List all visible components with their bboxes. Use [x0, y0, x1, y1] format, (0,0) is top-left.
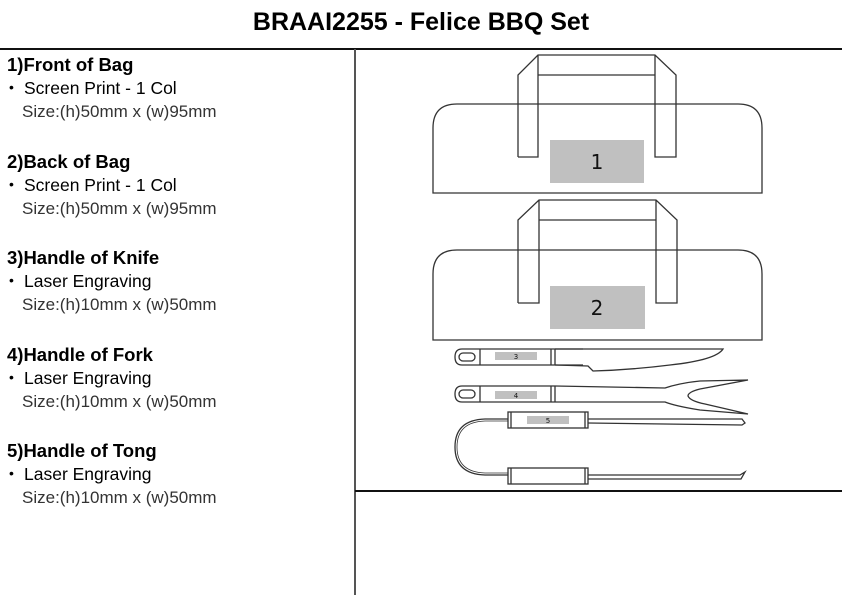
bag-body-outline [432, 103, 763, 194]
fork-tines [554, 379, 749, 415]
spec-size: Size:(h)10mm x (w)50mm [22, 295, 217, 314]
print-area-back-bag [550, 286, 645, 329]
product-line-drawing: 1 2 3 4 5 [432, 54, 763, 485]
print-area-label-5: 5 [546, 417, 550, 425]
spec-size: Size:(h)10mm x (w)50mm [22, 488, 217, 507]
spec-method: • Laser Engraving [7, 269, 347, 293]
print-area-label-4: 4 [514, 392, 519, 400]
print-area-knife [495, 352, 537, 360]
bag-handle-outer [517, 199, 678, 304]
document-title: BRAAI2255 - Felice BBQ Set [252, 8, 590, 36]
spec-title: 4)Handle of Fork [7, 343, 153, 365]
print-area-label-2: 2 [591, 296, 604, 320]
bag-handle-outer [517, 54, 677, 158]
spec-handle-of-knife: 3)Handle of Knife • Laser Engraving Size:… [7, 247, 347, 344]
drawing-bottom-divider [355, 490, 842, 492]
bullet-icon: • [9, 272, 14, 288]
spec-size: Size:(h)50mm x (w)95mm [22, 198, 217, 218]
spec-method-text: Laser Engraving [24, 464, 152, 484]
product-drawing: 1 2 3 4 5 [356, 50, 842, 490]
knife-blade [554, 348, 725, 372]
knife-handle-hole [458, 352, 476, 362]
spec-method-text: Screen Print - 1 Col [24, 78, 177, 98]
knife-handle [454, 348, 583, 366]
fork-drawing [454, 379, 749, 415]
bullet-icon: • [9, 368, 14, 385]
header-divider [0, 48, 842, 50]
bag-front-drawing [432, 54, 763, 194]
spec-handle-of-fork: 4)Handle of Fork • Laser Engraving Size:(… [7, 344, 347, 441]
spec-size: Size:(h)50mm x (w)95mm [22, 102, 217, 121]
bag-body-outline [432, 249, 763, 341]
tong-upper-handle [507, 411, 589, 429]
tong-lower-arm [588, 470, 747, 480]
spec-front-of-bag: 1)Front of Bag • Screen Print - 1 Col Siz… [7, 54, 347, 151]
print-area-front-bag [550, 140, 644, 183]
spec-size: Size:(h)10mm x (w)50mm [22, 391, 217, 411]
spec-method: • Screen Print - 1 Col [7, 173, 347, 197]
print-area-tong [527, 416, 569, 424]
print-spec-list: 1)Front of Bag • Screen Print - 1 Col Siz… [7, 54, 347, 537]
tong-spring-arc [454, 418, 508, 476]
spec-back-of-bag: 2)Back of Bag • Screen Print - 1 Col Size… [7, 151, 347, 248]
print-area-fork [495, 391, 537, 399]
spec-method-text: Screen Print - 1 Col [24, 174, 177, 195]
bullet-icon: • [9, 175, 14, 192]
spec-method: • Laser Engraving [7, 462, 347, 486]
spec-method-text: Laser Engraving [24, 367, 152, 388]
print-area-label-3: 3 [514, 353, 518, 361]
tong-drawing [454, 411, 747, 485]
spec-handle-of-tong: 5)Handle of Tong • Laser Engraving Size:(… [7, 440, 347, 537]
knife-drawing [454, 348, 725, 372]
spec-title: 5)Handle of Tong [7, 440, 157, 461]
spec-method: • Screen Print - 1 Col [7, 76, 347, 100]
print-area-label-1: 1 [591, 150, 604, 174]
bag-back-drawing [432, 199, 763, 341]
tong-upper-arm [587, 418, 746, 426]
fork-handle [454, 385, 555, 403]
spec-method-text: Laser Engraving [24, 271, 152, 291]
spec-title: 1)Front of Bag [7, 54, 134, 75]
spec-method: • Laser Engraving [7, 366, 347, 390]
spec-title: 3)Handle of Knife [7, 247, 160, 268]
column-divider [354, 49, 356, 595]
fork-handle-hole [458, 389, 476, 399]
spec-title: 2)Back of Bag [7, 150, 131, 172]
bullet-icon: • [9, 465, 14, 481]
tong-lower-handle [507, 467, 589, 485]
bullet-icon: • [9, 79, 14, 95]
